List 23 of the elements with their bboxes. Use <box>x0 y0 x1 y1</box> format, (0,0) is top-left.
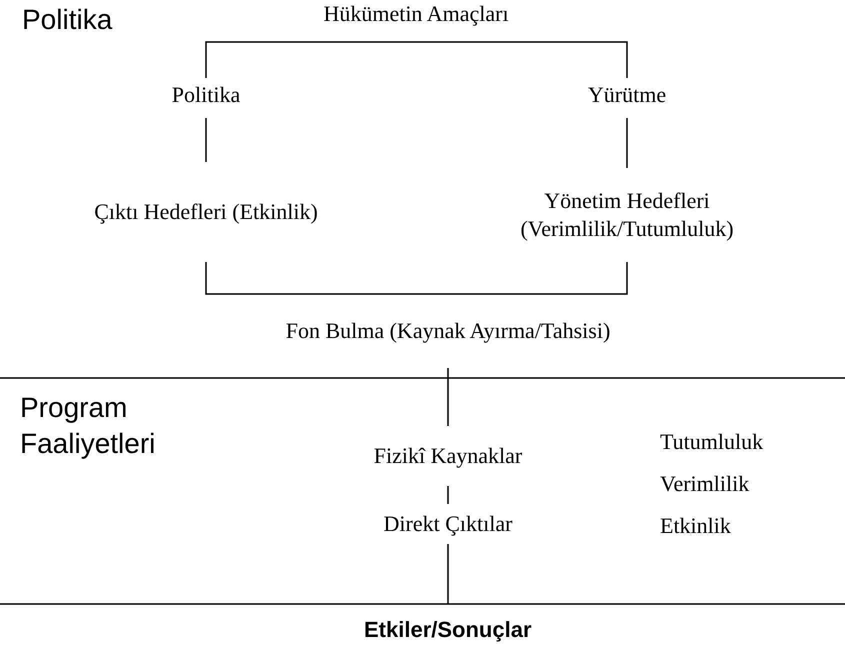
node-label: Politika <box>172 81 240 109</box>
criterion-label: Etkinlik <box>660 512 731 540</box>
connector-line <box>416 41 628 78</box>
connector-line <box>205 262 448 295</box>
connector-line <box>448 262 628 295</box>
connector-line <box>626 118 628 168</box>
connector-line <box>205 41 416 78</box>
connector-line <box>447 368 449 426</box>
node-label: Yönetim Hedefleri (Verimlilik/Tutumluluk) <box>519 187 735 243</box>
criterion-label: Verimlilik <box>660 470 750 498</box>
node-label: Yürütme <box>588 81 666 109</box>
node-label: Fizikî Kaynaklar <box>374 442 522 470</box>
section-heading: Politika <box>22 3 112 37</box>
node-label: Fon Bulma (Kaynak Ayırma/Tahsisi) <box>286 317 610 345</box>
connector-line <box>205 118 207 162</box>
section-heading: Etkiler/Sonuçlar <box>364 616 532 644</box>
section-heading: Program Faaliyetleri <box>20 391 156 461</box>
node-label: Hükümetin Amaçları <box>323 0 509 28</box>
criterion-label: Tutumluluk <box>660 428 764 456</box>
node-label: Direkt Çıktılar <box>384 510 512 538</box>
connector-line <box>447 544 449 604</box>
connector-line <box>447 486 449 504</box>
node-label: Çıktı Hedefleri (Etkinlik) <box>94 198 318 226</box>
